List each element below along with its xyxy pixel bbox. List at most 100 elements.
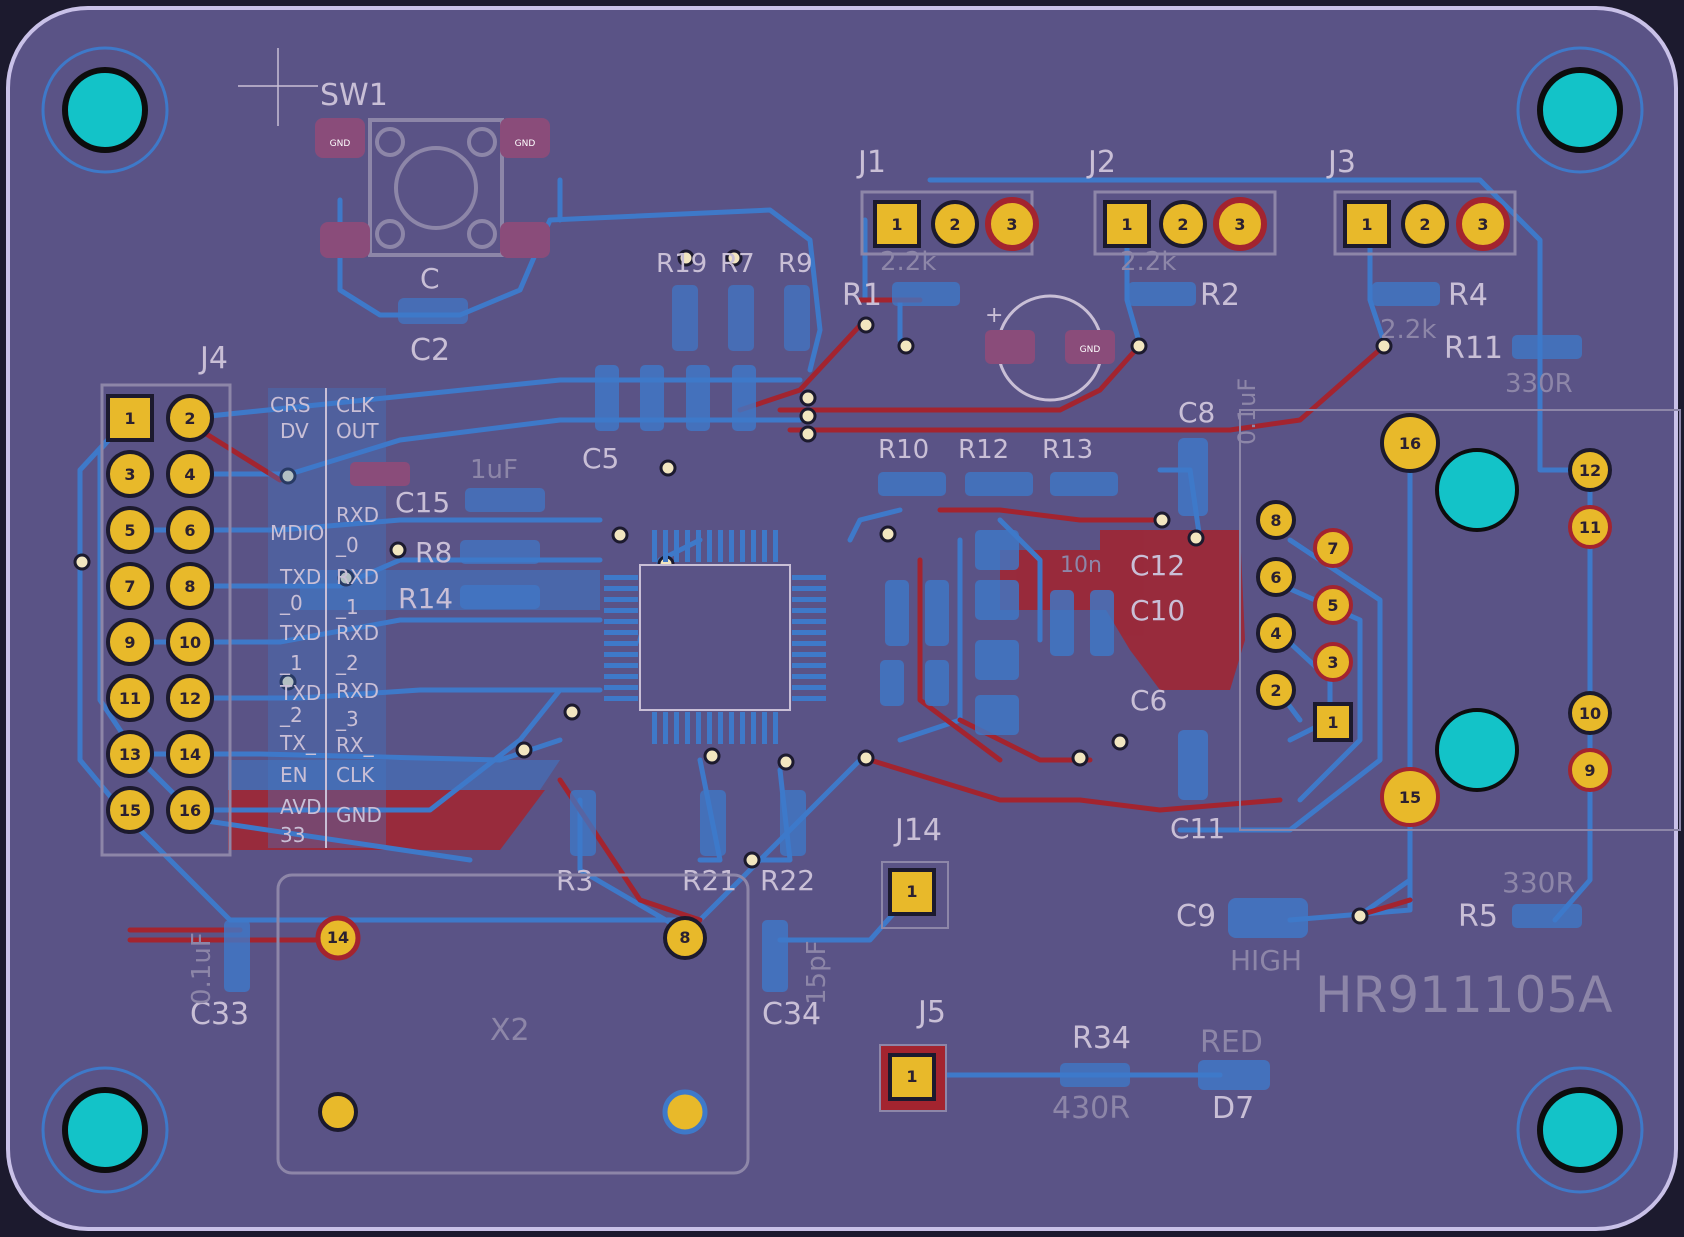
j1-pin-2: 2 bbox=[949, 215, 960, 234]
c34-label: C34 bbox=[762, 997, 821, 1032]
decoupling-caps: C5 bbox=[582, 365, 756, 475]
header-j2: 1 2 3 J2 bbox=[1086, 145, 1277, 256]
j4-silk-label: RX_ bbox=[336, 733, 375, 757]
j4-pad bbox=[106, 562, 154, 610]
rj45-pin-number: 12 bbox=[1579, 461, 1601, 480]
r7-label: R7 bbox=[720, 249, 755, 279]
main-ic-qfp bbox=[604, 530, 826, 744]
r1-label: R1 bbox=[842, 278, 882, 313]
j4-pin-number: 1 bbox=[124, 409, 135, 428]
j4-pad bbox=[166, 618, 214, 666]
r4-value: 2.2k bbox=[1380, 315, 1436, 345]
sw1-label: SW1 bbox=[320, 78, 388, 113]
j4-pin-number: 15 bbox=[119, 801, 141, 820]
j4-pin-number: 8 bbox=[184, 577, 195, 596]
j4-silk-label: 33 bbox=[280, 823, 305, 847]
cap-plus: + bbox=[985, 303, 1003, 328]
c15-value: 1uF bbox=[470, 455, 518, 485]
j3-pin-1: 1 bbox=[1361, 215, 1372, 234]
c9-capacitor: C9 HIGH bbox=[1176, 898, 1308, 977]
j4-silk-label: DV bbox=[280, 419, 309, 443]
r4-label: R4 bbox=[1448, 278, 1488, 313]
j4-silk-label: _0 bbox=[335, 533, 359, 557]
j4-pin-number: 3 bbox=[124, 465, 135, 484]
j4-silk-label: MDIO bbox=[270, 521, 324, 545]
j4-pin-number: 7 bbox=[124, 577, 135, 596]
resistors-top: R1 2.2k R2 2.2k R4 2.2k bbox=[842, 247, 1488, 345]
j4-pad bbox=[166, 674, 214, 722]
j4-silk-label: _2 bbox=[279, 703, 303, 727]
c11-capacitor: C11 bbox=[1170, 730, 1225, 845]
test-point-j14: 1 J14 bbox=[881, 813, 949, 929]
mounting-holes bbox=[41, 46, 1644, 1194]
j4-silk-label: RXD bbox=[336, 565, 379, 589]
rj45-pad bbox=[1380, 413, 1440, 473]
r19-label: R19 bbox=[656, 249, 707, 279]
c5-label: C5 bbox=[582, 442, 619, 475]
j2-label: J2 bbox=[1086, 145, 1116, 180]
j4-pin-number: 2 bbox=[184, 409, 195, 428]
x2-pin-14: 14 bbox=[327, 928, 349, 947]
r34-d7: R34 430R RED D7 bbox=[1052, 1021, 1270, 1126]
x2-pin-8: 8 bbox=[679, 928, 690, 947]
rj45-pin-number: 8 bbox=[1270, 511, 1281, 530]
rj45-pad bbox=[1256, 557, 1296, 597]
j4-pad bbox=[106, 674, 154, 722]
rj45-pin-number: 16 bbox=[1399, 434, 1421, 453]
rj45-pad bbox=[1256, 613, 1296, 653]
r5-label: R5 bbox=[1458, 899, 1498, 934]
j4-pin-number: 16 bbox=[179, 801, 201, 820]
c33-value: 0.1uF bbox=[187, 932, 217, 1005]
r21-label: R21 bbox=[682, 864, 737, 897]
rj45-pad bbox=[1256, 670, 1296, 710]
j4-pad bbox=[106, 506, 154, 554]
j4-silk-label: _2 bbox=[335, 651, 359, 675]
j4-silk-label: CLK bbox=[336, 393, 375, 417]
j4-silk-label: AVD bbox=[280, 795, 321, 819]
j4-pad bbox=[106, 786, 154, 834]
j4-silk-label: EN bbox=[280, 763, 308, 787]
cluster-labels: C12 C10 C6 10n bbox=[1060, 549, 1185, 717]
c12-label: C12 bbox=[1130, 549, 1185, 582]
r11-label: R11 bbox=[1444, 331, 1503, 366]
c9-value: HIGH bbox=[1230, 944, 1302, 977]
rj45-pad bbox=[1256, 500, 1296, 540]
cap-pad-gnd: GND bbox=[1080, 345, 1101, 355]
j3-pin-3: 3 bbox=[1477, 215, 1488, 234]
j4-silk-label: _3 bbox=[335, 707, 359, 731]
j2-pin-1: 1 bbox=[1121, 215, 1132, 234]
j4-silk-label: CRS bbox=[270, 393, 311, 417]
electrolytic-capacitor: + GND bbox=[985, 294, 1115, 402]
j4-pad bbox=[106, 394, 154, 442]
c2-capacitor: C2 C bbox=[398, 262, 468, 368]
j4-silk-label: OUT bbox=[336, 419, 379, 443]
j4-label: J4 bbox=[198, 341, 228, 376]
j4-silk-label: RXD bbox=[336, 679, 379, 703]
r34-value: 430R bbox=[1052, 1091, 1130, 1126]
j14-pin-1: 1 bbox=[906, 882, 917, 901]
j4-pin-number: 10 bbox=[179, 633, 201, 652]
rj45-pin-number: 3 bbox=[1327, 653, 1338, 672]
j1-pin-3: 3 bbox=[1006, 215, 1017, 234]
j4-silk-label: _1 bbox=[279, 651, 303, 675]
header-j1: 1 2 3 J1 bbox=[856, 145, 1039, 256]
crosshair-marker bbox=[238, 48, 318, 126]
j4-silk-label: CLK bbox=[336, 763, 375, 787]
j4-silk-label: TX_ bbox=[279, 731, 317, 755]
j5-pin-1: 1 bbox=[906, 1067, 917, 1086]
rj45-pin-number: 15 bbox=[1399, 788, 1421, 807]
c8-value: 0.1uF bbox=[1233, 378, 1261, 445]
j1-label: J1 bbox=[856, 145, 886, 180]
rj45-pin-number: 11 bbox=[1579, 518, 1601, 537]
rj45-pin-number: 6 bbox=[1270, 568, 1281, 587]
j4-pin-number: 5 bbox=[124, 521, 135, 540]
c6-label: C6 bbox=[1130, 684, 1167, 717]
sw1-pad-gnd-1: GND bbox=[330, 139, 351, 149]
rj45-pad bbox=[1313, 528, 1353, 568]
c-label: C bbox=[420, 262, 440, 295]
r22-label: R22 bbox=[760, 864, 815, 897]
r34-label: R34 bbox=[1072, 1021, 1131, 1056]
